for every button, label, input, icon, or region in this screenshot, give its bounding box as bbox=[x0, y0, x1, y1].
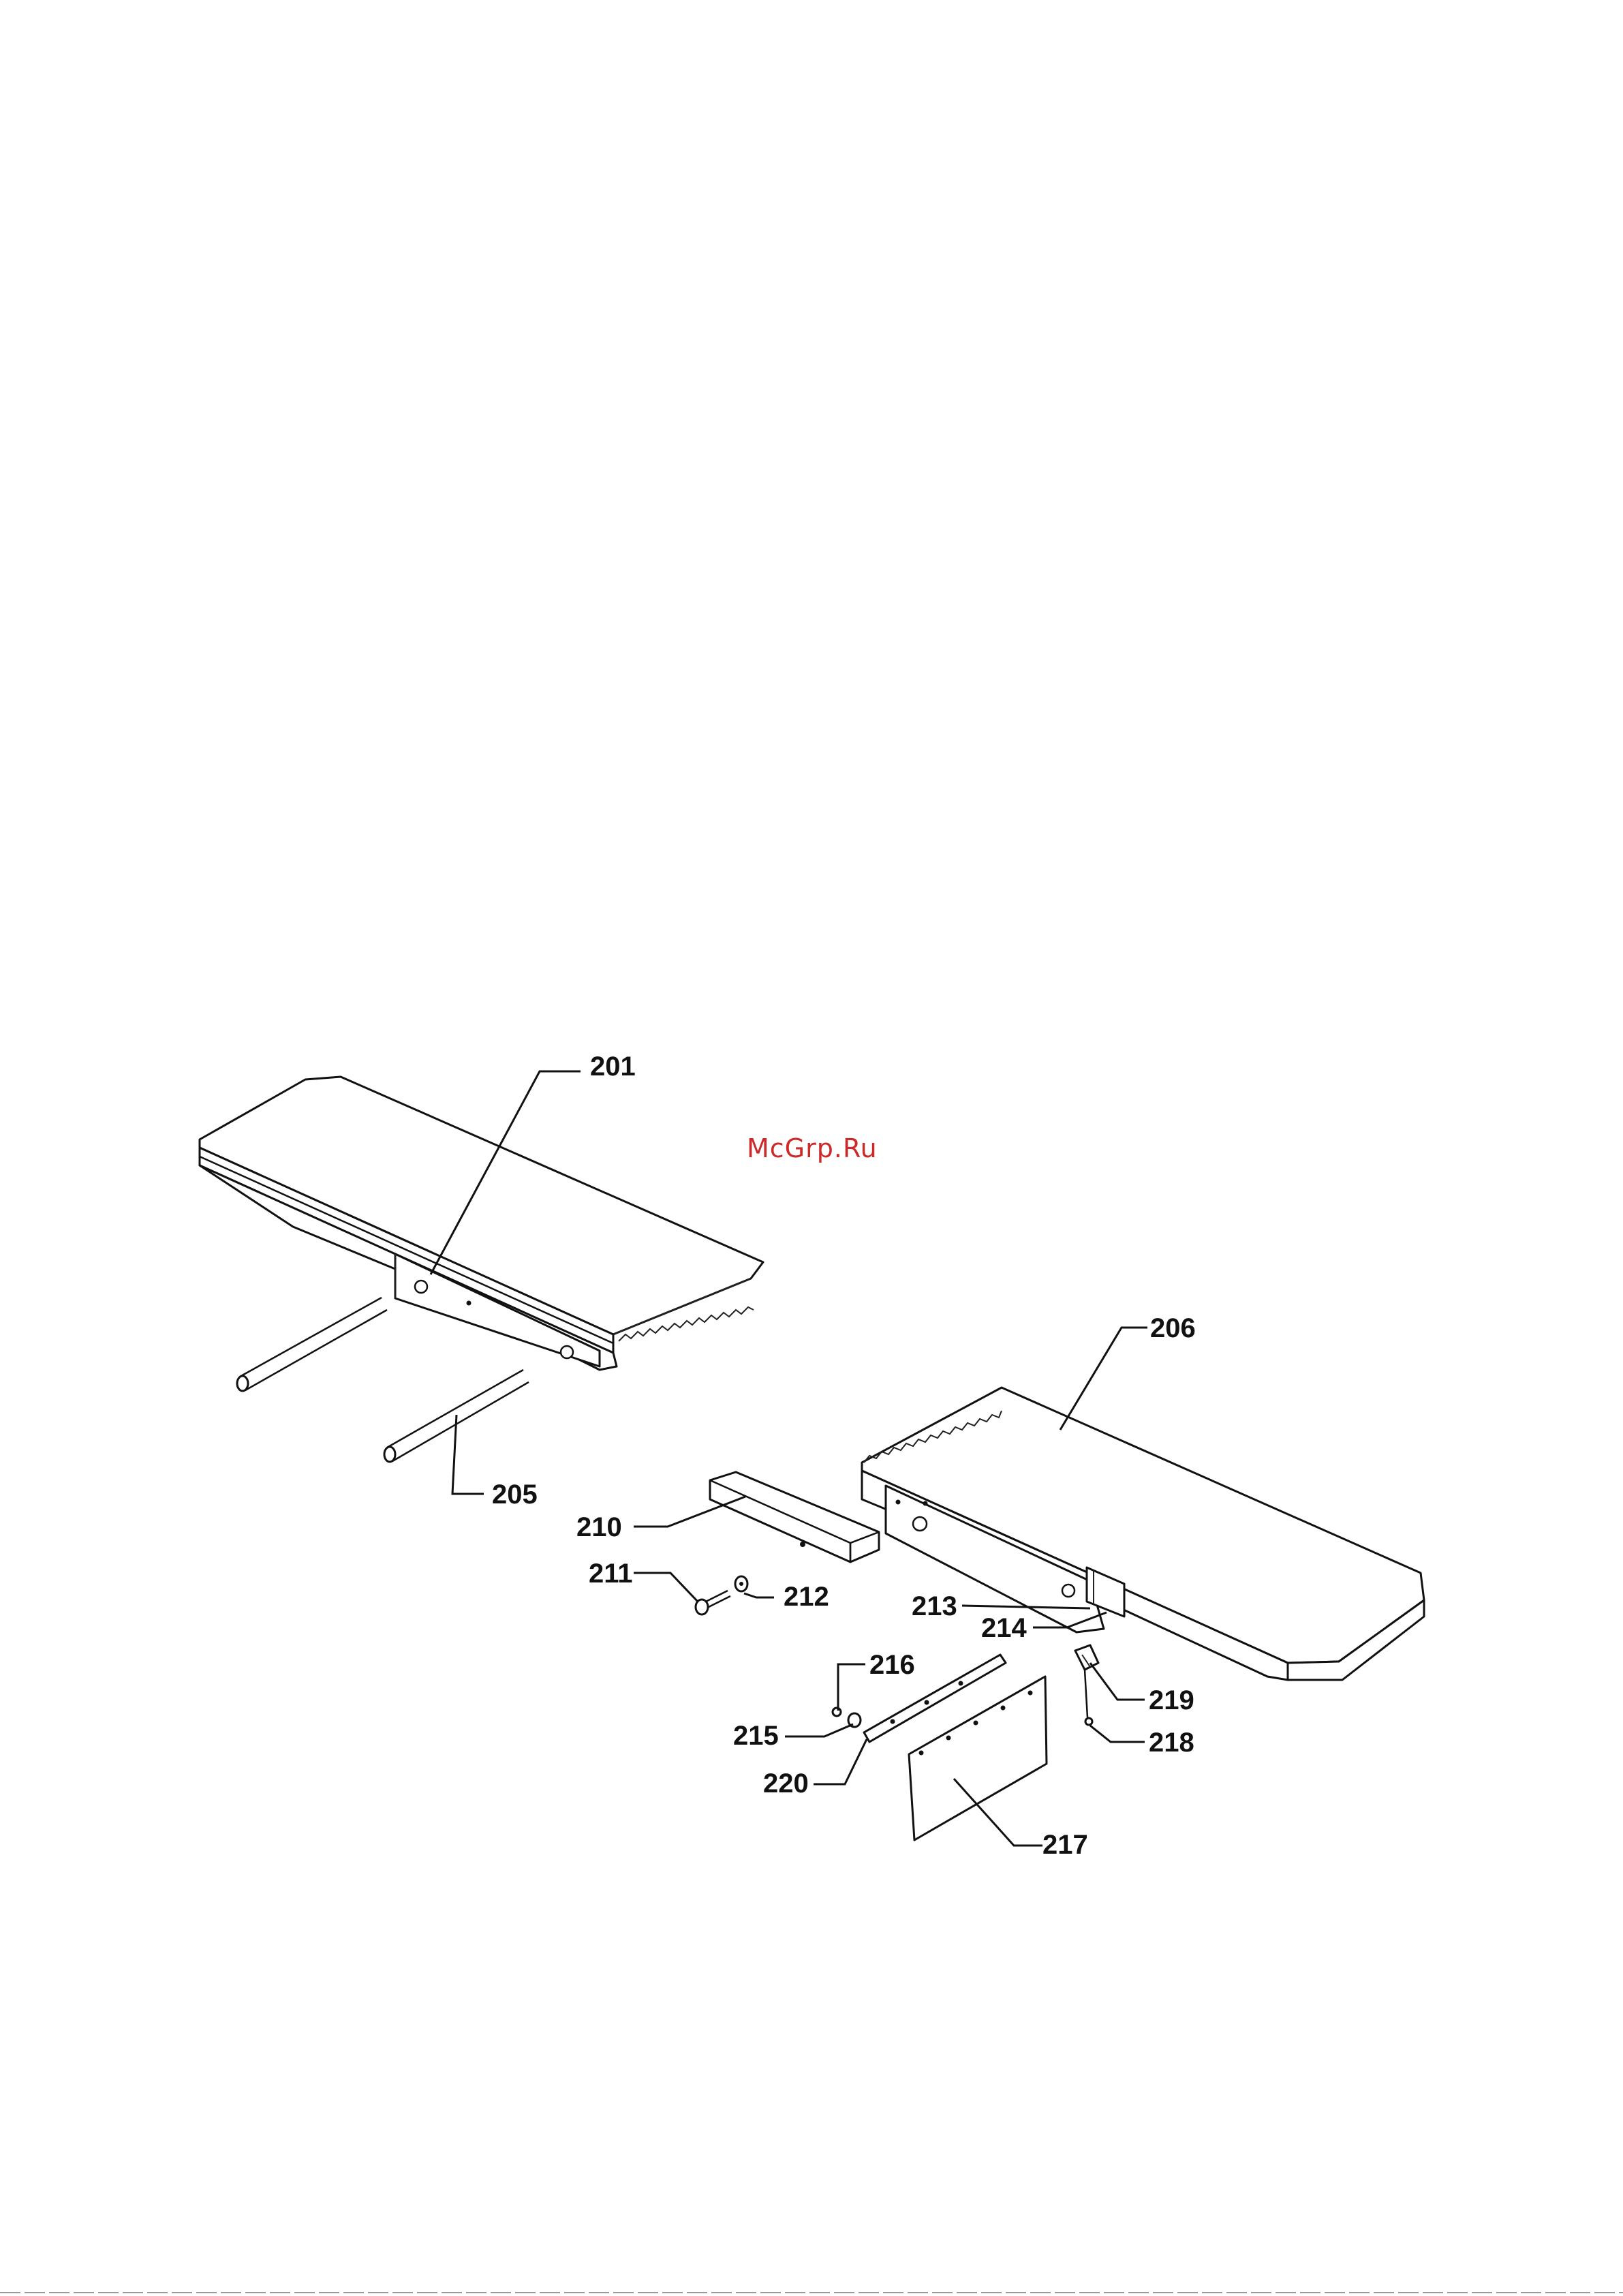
callout-217: 217 bbox=[1042, 1830, 1088, 1860]
callout-219: 219 bbox=[1149, 1685, 1194, 1715]
callout-218: 218 bbox=[1149, 1728, 1194, 1758]
watermark-text: McGrp.Ru bbox=[747, 1133, 878, 1163]
callout-214: 214 bbox=[981, 1613, 1027, 1643]
callout-215: 215 bbox=[733, 1721, 779, 1751]
callout-205: 205 bbox=[492, 1480, 538, 1510]
block-210 bbox=[710, 1472, 879, 1562]
pin-218 bbox=[1085, 1670, 1092, 1725]
callout-211: 211 bbox=[589, 1559, 633, 1589]
infeed-table-201 bbox=[200, 1077, 763, 1370]
bolt-216 bbox=[833, 1708, 841, 1716]
callout-220: 220 bbox=[763, 1769, 809, 1798]
washer-212 bbox=[735, 1576, 747, 1591]
callout-212: 212 bbox=[784, 1582, 829, 1612]
callout-210: 210 bbox=[576, 1512, 622, 1542]
clip-219 bbox=[1075, 1645, 1098, 1670]
outfeed-table-206 bbox=[862, 1388, 1424, 1680]
callout-206: 206 bbox=[1150, 1313, 1196, 1343]
callout-213: 213 bbox=[912, 1591, 957, 1621]
callout-201: 201 bbox=[590, 1052, 636, 1082]
screw-211 bbox=[696, 1591, 730, 1614]
callout-216: 216 bbox=[869, 1650, 915, 1680]
